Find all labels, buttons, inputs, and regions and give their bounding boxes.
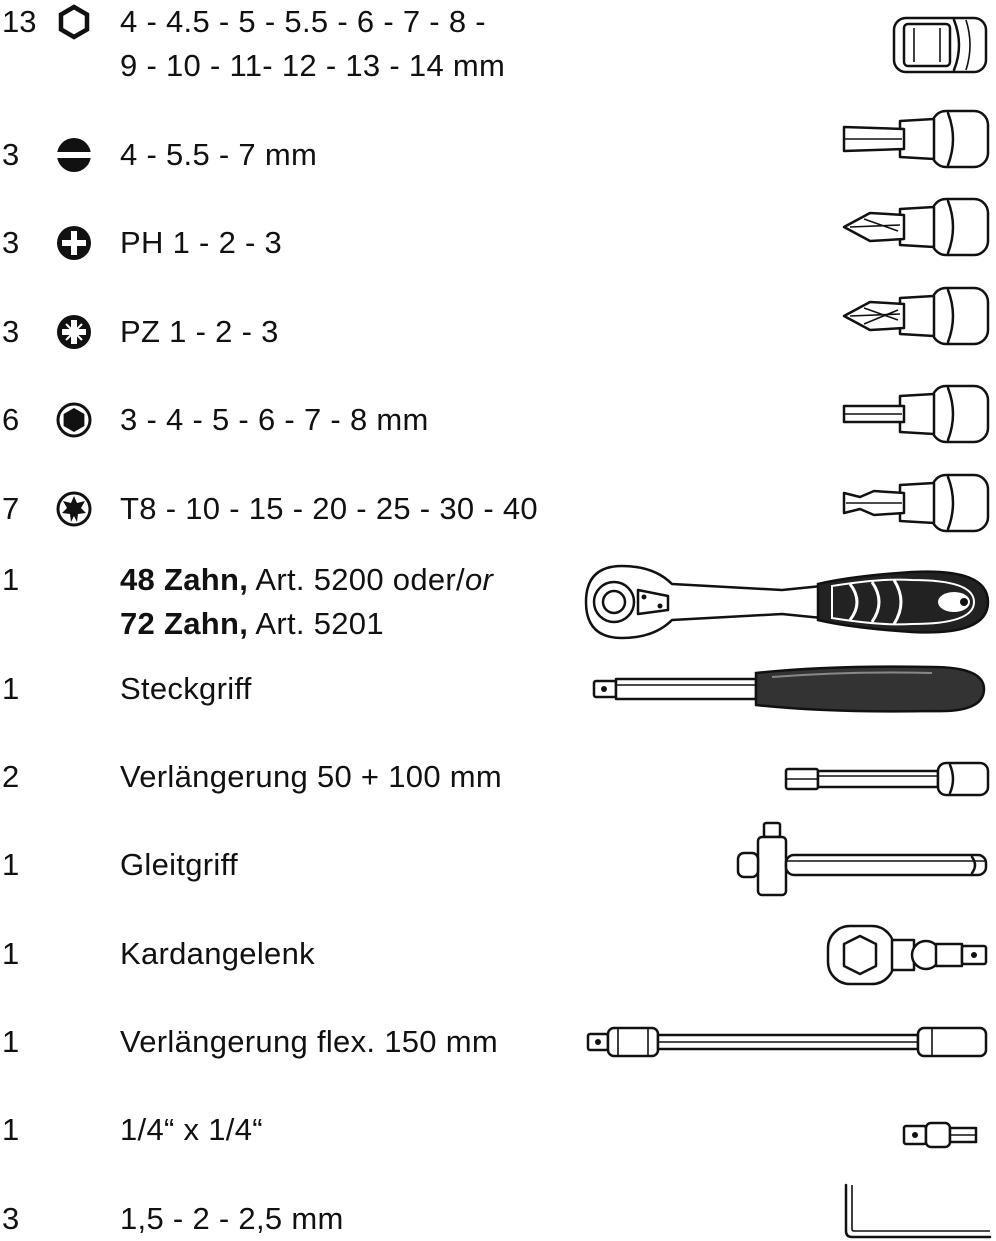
- description-line-1: 4 - 4.5 - 5 - 5.5 - 6 - 7 - 8 -: [120, 4, 486, 39]
- description: PH 1 - 2 - 3: [120, 225, 283, 260]
- description: Steckgriff: [120, 671, 252, 706]
- bold-label: 48 Zahn,: [120, 562, 249, 597]
- italic-label: or: [464, 562, 494, 597]
- quantity: 13: [2, 4, 37, 39]
- phillips-icon: [56, 225, 92, 261]
- description: Verlängerung 50 + 100 mm: [120, 759, 503, 794]
- description: T8 - 10 - 15 - 20 - 25 - 30 - 40: [120, 491, 538, 526]
- description: Gleitgriff: [120, 847, 238, 882]
- sliding-tbar-illustration: [736, 821, 992, 901]
- quantity: 1: [2, 562, 20, 597]
- hex-key-illustration: [840, 1183, 992, 1239]
- description: PZ 1 - 2 - 3: [120, 314, 279, 349]
- description: 1,5 - 2 - 2,5 mm: [120, 1201, 344, 1236]
- description-line-1: 48 Zahn, Art. 5200 oder/or: [120, 558, 493, 602]
- description: 4 - 5.5 - 7 mm: [120, 137, 318, 172]
- pozidriv-bit-illustration: [840, 284, 992, 348]
- slotted-icon: [56, 137, 92, 173]
- description-line-2: 72 Zahn, Art. 5201: [120, 602, 384, 646]
- quantity: 2: [2, 759, 20, 794]
- quantity: 7: [2, 491, 20, 526]
- universal-joint-illustration: [826, 922, 990, 988]
- slotted-bit-illustration: [840, 107, 992, 171]
- torx-icon: [56, 491, 92, 527]
- description: 1/4“ x 1/4“: [120, 1112, 263, 1147]
- quantity: 1: [2, 1112, 20, 1147]
- article-text: Art. 5201: [248, 606, 384, 641]
- hex-key-icon: [56, 402, 92, 438]
- description: 3 - 4 - 5 - 6 - 7 - 8 mm: [120, 402, 429, 437]
- quantity: 6: [2, 402, 20, 437]
- quantity: 1: [2, 671, 20, 706]
- hex-socket-icon: [56, 4, 92, 40]
- adapter-illustration: [902, 1120, 982, 1150]
- pozidriv-icon: [56, 314, 92, 350]
- quantity: 3: [2, 137, 20, 172]
- description: Verlängerung flex. 150 mm: [120, 1024, 498, 1059]
- description-line-2: 9 - 10 - 11- 12 - 13 - 14 mm: [120, 48, 506, 83]
- spinner-handle-illustration: [592, 663, 988, 719]
- torx-bit-illustration: [840, 471, 992, 535]
- quantity: 1: [2, 936, 20, 971]
- ratchet-illustration: [582, 562, 992, 642]
- socket-illustration: [890, 12, 990, 78]
- description: Kardangelenk: [120, 936, 315, 971]
- bold-label: 72 Zahn,: [120, 606, 249, 641]
- article-text: Art. 5200 oder/: [248, 562, 465, 597]
- hex-bit-illustration: [840, 382, 992, 446]
- quantity: 1: [2, 1024, 20, 1059]
- quantity: 3: [2, 225, 20, 260]
- quantity: 1: [2, 847, 20, 882]
- phillips-bit-illustration: [840, 195, 992, 259]
- flex-extension-illustration: [586, 1022, 992, 1062]
- quantity: 3: [2, 314, 20, 349]
- quantity: 3: [2, 1201, 20, 1236]
- extension-bar-illustration: [784, 759, 992, 799]
